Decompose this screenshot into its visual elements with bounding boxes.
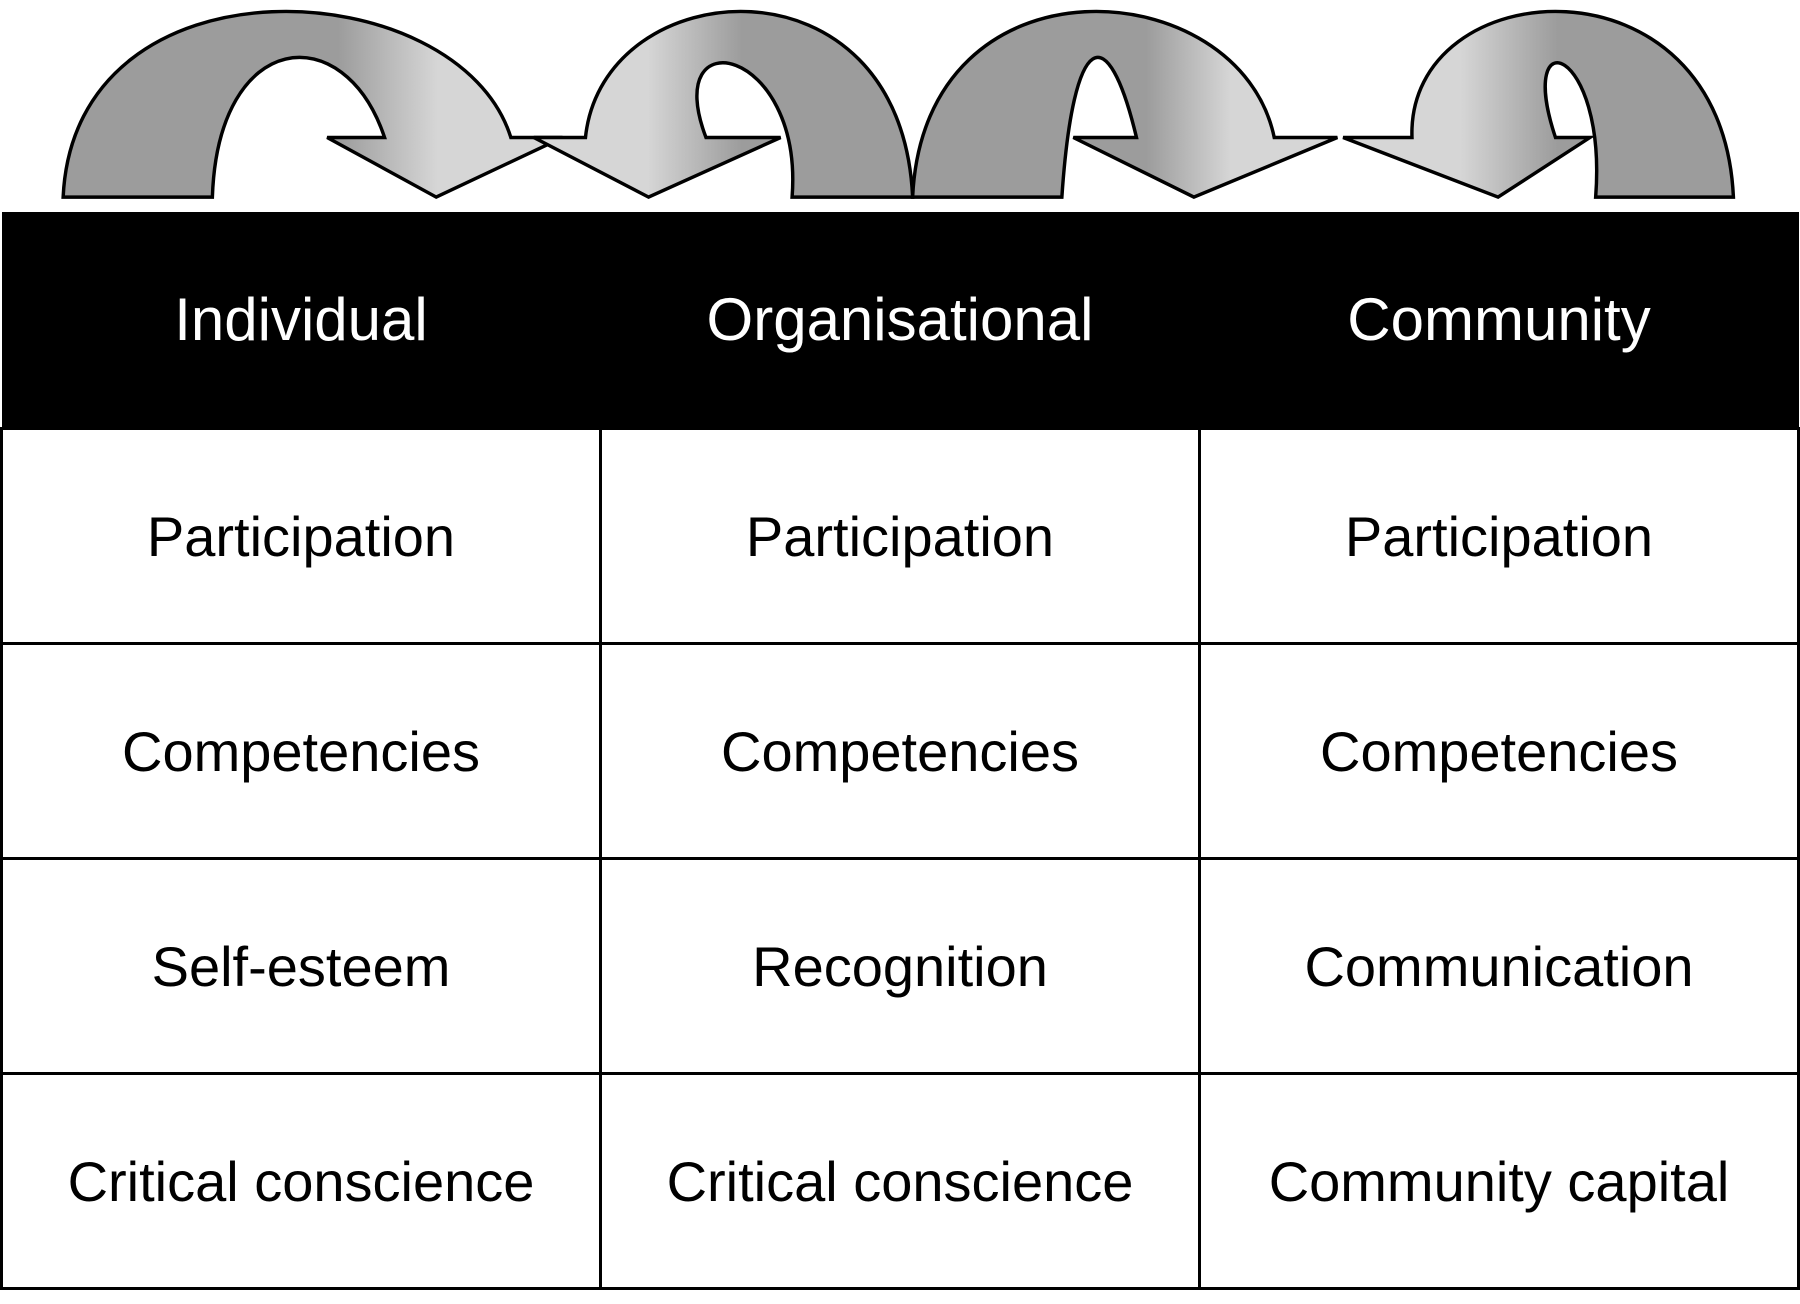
- header-organisational: Organisational: [600, 212, 1200, 429]
- table-cell: Critical conscience: [599, 1072, 1201, 1290]
- table-cell: Recognition: [599, 857, 1201, 1075]
- arrow-organisational-to-community: [910, 9, 1339, 199]
- table-row: Self-esteem Recognition Communication: [0, 857, 1800, 1075]
- table-cell: Participation: [0, 427, 602, 645]
- table-row: Critical conscience Critical conscience …: [0, 1072, 1800, 1290]
- table-cell: Critical conscience: [0, 1072, 602, 1290]
- table-cell: Competencies: [0, 642, 602, 860]
- table-cell: Competencies: [1198, 642, 1800, 860]
- header-individual: Individual: [1, 212, 601, 429]
- table-cell: Participation: [599, 427, 1201, 645]
- table-cell: Communication: [1198, 857, 1800, 1075]
- table-cell: Community capital: [1198, 1072, 1800, 1290]
- arrow-individual-to-organisational: [61, 9, 564, 200]
- empowerment-levels-table: Individual Organisational Community Part…: [0, 212, 1800, 1290]
- arrow-community-to-organisational: [1342, 9, 1736, 200]
- table-cell: Participation: [1198, 427, 1800, 645]
- header-row: Individual Organisational Community: [1, 212, 1799, 429]
- arrow-organisational-to-individual: [533, 9, 915, 200]
- table-cell: Competencies: [599, 642, 1201, 860]
- cycle-arrows: [61, 9, 1736, 200]
- table-cell: Self-esteem: [0, 857, 602, 1075]
- table-row: Competencies Competencies Competencies: [0, 642, 1800, 860]
- header-community: Community: [1199, 212, 1799, 429]
- table-row: Participation Participation Participatio…: [0, 427, 1800, 645]
